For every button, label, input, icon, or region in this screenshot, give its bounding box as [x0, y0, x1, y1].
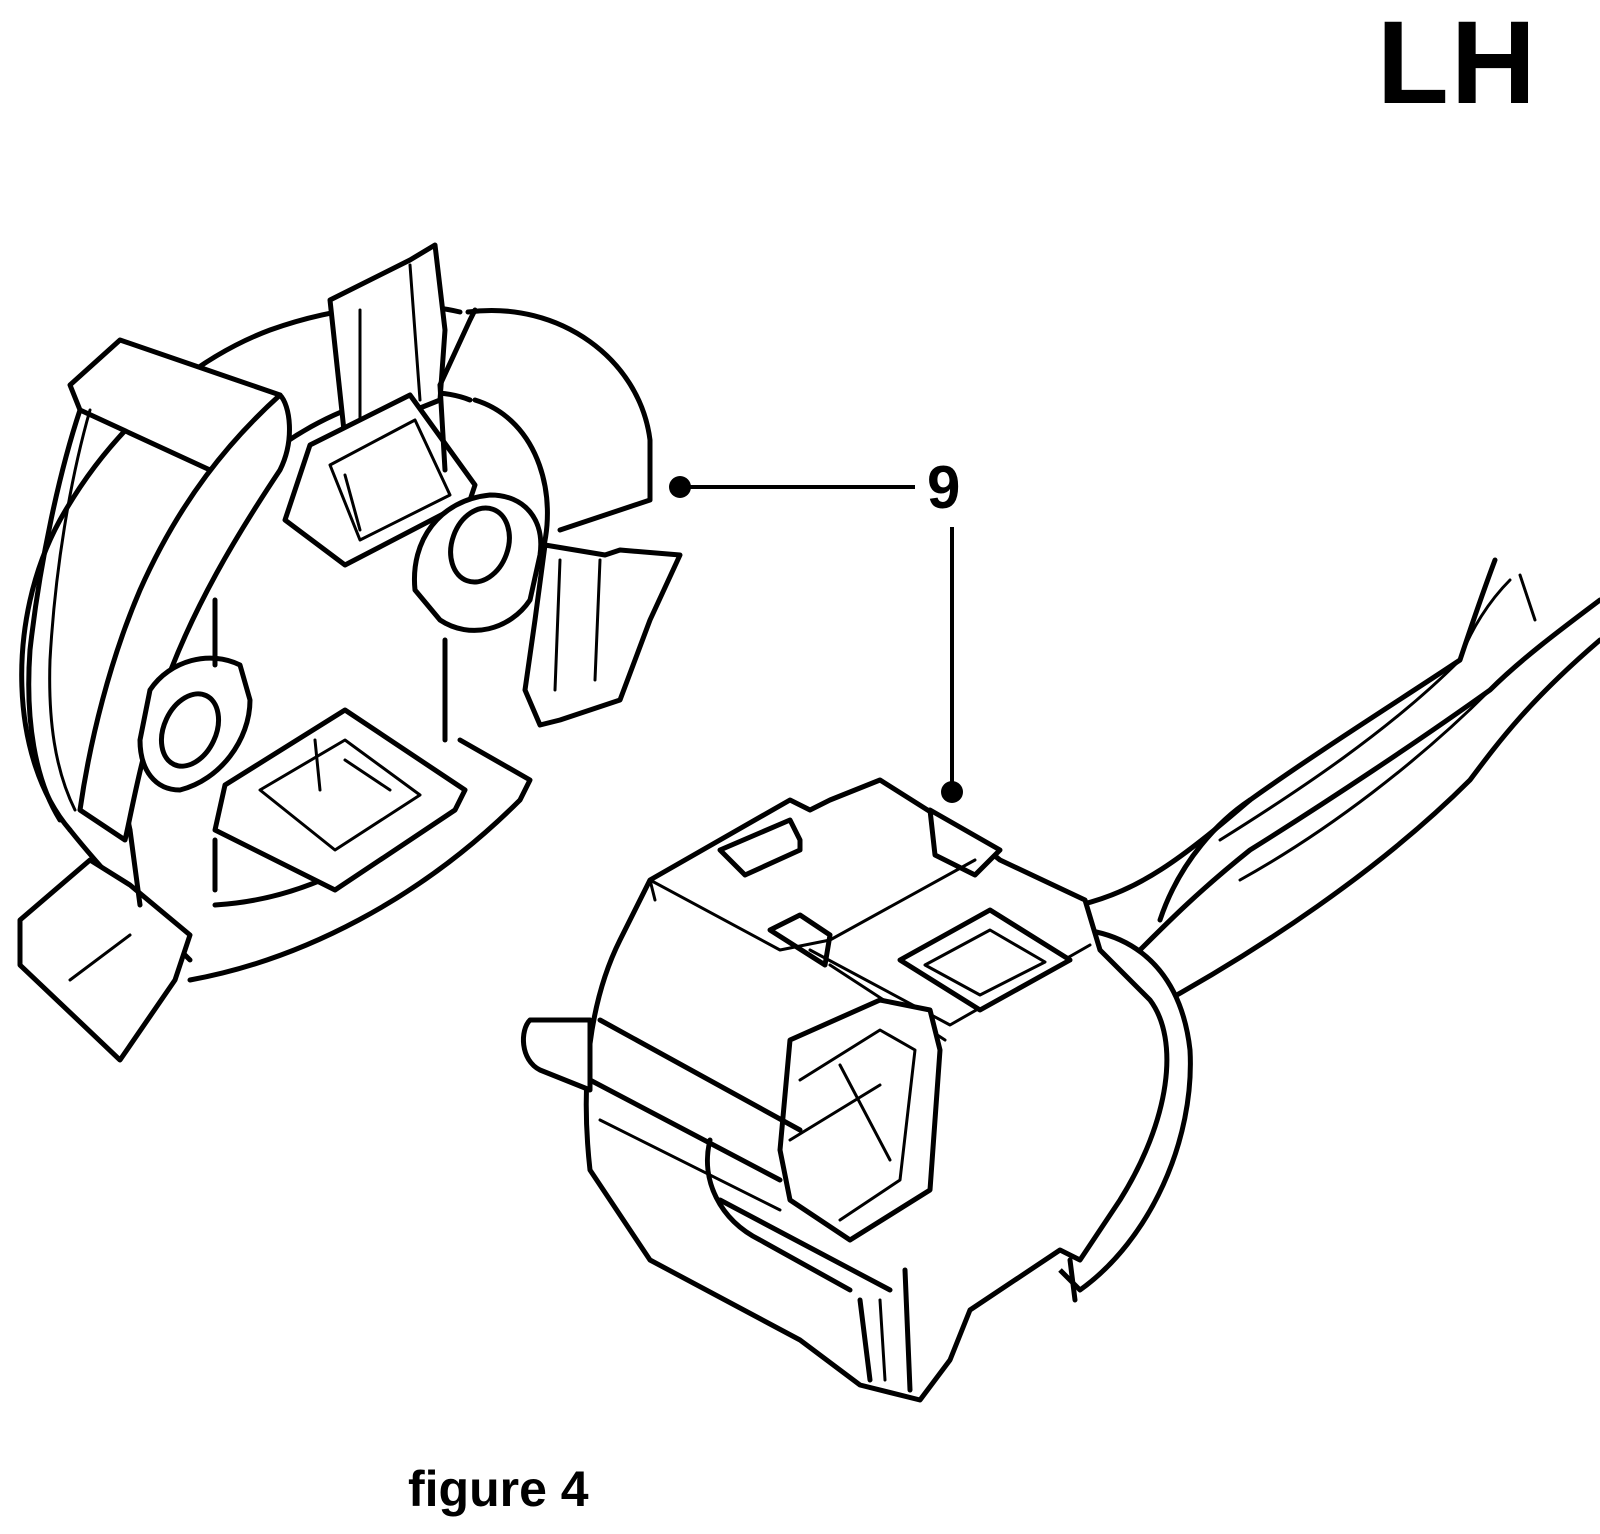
callout: 9 — [669, 454, 963, 803]
callout-number: 9 — [927, 454, 960, 521]
bulb-holder-adapter — [17, 242, 683, 1063]
callout-dot-connector — [941, 781, 963, 803]
connector-housing — [520, 557, 1600, 1403]
figure-caption: figure 4 — [408, 1461, 589, 1517]
side-label: LH — [1376, 0, 1538, 129]
